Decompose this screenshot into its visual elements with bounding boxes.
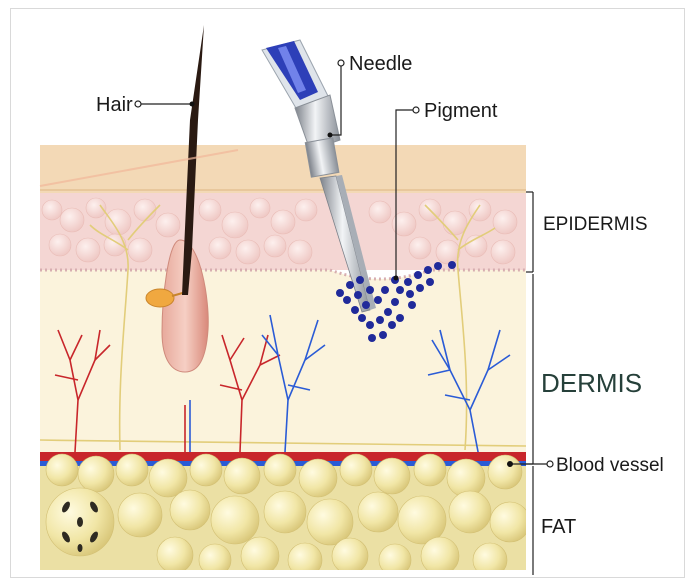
- skin-surface-layer: [40, 145, 526, 193]
- label-needle: Needle: [349, 53, 412, 75]
- label-blood-vessel: Blood vessel: [556, 455, 664, 476]
- dermis-layer: [40, 270, 526, 452]
- sebaceous-gland: [146, 289, 174, 307]
- label-hair: Hair: [96, 94, 133, 116]
- label-dermis: DERMIS: [541, 368, 642, 398]
- label-epidermis: EPIDERMIS: [543, 214, 648, 235]
- label-fat: FAT: [541, 516, 576, 538]
- label-pigment: Pigment: [424, 100, 498, 122]
